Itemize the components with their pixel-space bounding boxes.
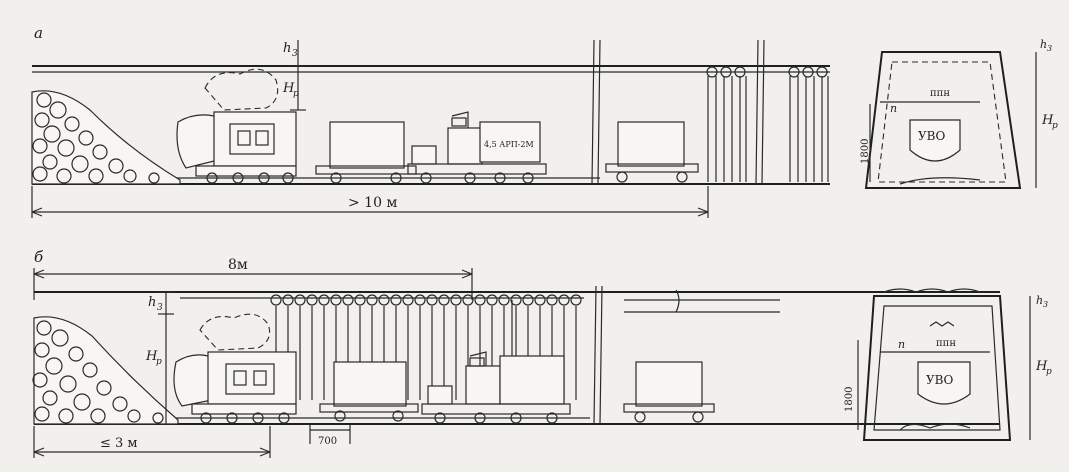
roller: [354, 294, 366, 306]
roller: [438, 294, 450, 306]
panel-a-mine-car-2: [605, 121, 699, 183]
panel-a-curtain-right: [788, 66, 829, 182]
panel-b-h3-sub: 3: [157, 303, 163, 313]
section-b-n: n: [898, 338, 905, 351]
panel-b-h3-label: h: [148, 295, 156, 310]
roller: [366, 294, 378, 306]
roller: [414, 294, 426, 306]
panel-b-hp-label: H: [145, 349, 158, 364]
panel-a-locomotive: 4,5 АРП-2М: [407, 111, 547, 184]
roller: [534, 294, 546, 306]
roller: [558, 294, 570, 306]
panel-b-label: б: [34, 248, 44, 266]
roller: [498, 294, 510, 306]
cross-section-a: ппн УВО n 1800 H p h 3: [860, 38, 1058, 189]
section-b-uvo-shield: [917, 361, 971, 405]
roller: [318, 294, 330, 306]
panel-b-mine-car-2: [623, 361, 715, 423]
panel-b-height-dims: h 3 H p: [145, 291, 174, 424]
panel-b: б 8м: [32, 248, 1000, 458]
panel-b-locomotive: [421, 300, 571, 424]
section-a-hp: H: [1041, 113, 1054, 128]
panel-a-hp-label: H: [282, 81, 295, 96]
panel-b-8m-dim: 8м: [33, 257, 473, 300]
roller: [462, 294, 474, 306]
roller: [474, 294, 486, 306]
panel-a-hp-sub: p: [293, 89, 299, 99]
section-a-1800: 1800: [860, 139, 871, 164]
panel-b-pipe: [624, 289, 780, 313]
section-b-bracket: [929, 321, 955, 327]
roller: [294, 294, 306, 306]
section-b-h3: h: [1036, 294, 1043, 307]
section-b-hp-sub: p: [1046, 367, 1052, 377]
section-a-h3-sub: 3: [1047, 44, 1052, 53]
section-b-roof-rock: [883, 288, 981, 293]
section-b-hp: H: [1035, 359, 1048, 374]
panel-b-3m-dim: ≤ 3 м: [33, 426, 271, 458]
panel-a-label: а: [34, 24, 43, 42]
panel-a-curtain-left: [706, 66, 747, 182]
section-b-ppn: ппн: [936, 338, 956, 349]
panel-a-h3-sub: 3: [292, 49, 298, 59]
panel-b-rock-pile: [32, 316, 179, 425]
section-b-1800: 1800: [844, 387, 855, 412]
panel-a-length-dim: > 10 м: [31, 186, 709, 218]
panel-a-mine-car-1: [315, 121, 417, 184]
roller: [426, 294, 438, 306]
section-b-uvo: УВО: [926, 373, 953, 387]
panel-b-break: [593, 285, 603, 425]
panel-b-mine-car-1: [319, 361, 419, 422]
section-a-outline: [864, 51, 1022, 189]
roller: [546, 294, 558, 306]
roller: [402, 294, 414, 306]
section-a-uvo-shield: [909, 119, 961, 162]
section-b-outline: [862, 295, 1012, 441]
section-a-ppn: ппн: [930, 88, 950, 99]
section-a-h3: h: [1040, 38, 1047, 51]
roller: [378, 294, 390, 306]
section-a-floor-rock: [899, 177, 981, 185]
roller: [510, 294, 522, 306]
roller: [570, 294, 582, 306]
section-b-inner: [873, 305, 1001, 431]
section-b-floor-rock: [899, 423, 971, 431]
roller: [342, 294, 354, 306]
cross-section-b: ппн УВО n 1800 H p h 3: [844, 288, 1052, 441]
panel-a-break: [591, 39, 601, 185]
roller: [486, 294, 498, 306]
section-a-uvo: УВО: [918, 129, 945, 143]
panel-b-8m-text: 8м: [228, 257, 248, 273]
roller: [390, 294, 402, 306]
panel-a-height-dims: h 3 H p: [282, 40, 306, 111]
section-a-inner: [877, 61, 1007, 183]
panel-b-700-text: 700: [318, 436, 337, 447]
section-a-n: n: [890, 102, 897, 115]
roller: [270, 294, 282, 306]
roller: [450, 294, 462, 306]
panel-a-length-text: > 10 м: [348, 195, 397, 211]
roller: [282, 294, 294, 306]
panel-b-700-dim: 700: [309, 424, 351, 447]
panel-a-loco-text: 4,5 АРП-2М: [484, 140, 534, 149]
roller: [306, 294, 318, 306]
section-a-hp-sub: p: [1052, 121, 1058, 131]
panel-a-loading-machine: [176, 68, 297, 184]
panel-a-rock-pile: [31, 90, 181, 185]
panel-a-h3-label: h: [283, 41, 291, 56]
section-b-h3-sub: 3: [1043, 300, 1048, 309]
panel-b-loading-machine: [173, 313, 297, 424]
panel-b-hp-sub: p: [156, 357, 162, 367]
panel-a: а: [31, 24, 830, 218]
panel-b-3m-text: ≤ 3 м: [100, 436, 138, 451]
roller: [522, 294, 534, 306]
roller: [330, 294, 342, 306]
panel-a-break-2: [755, 39, 765, 185]
